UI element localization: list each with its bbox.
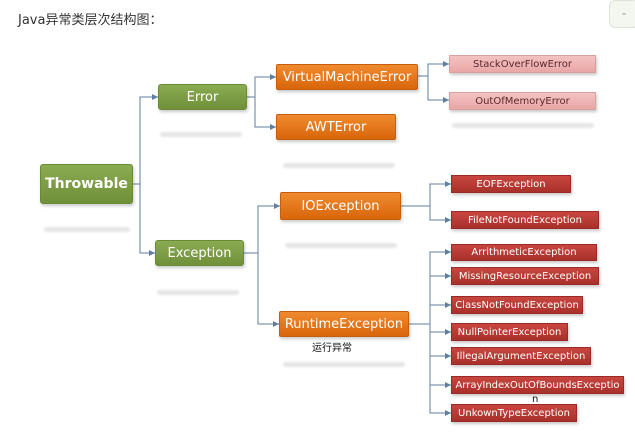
error-node: Error bbox=[158, 84, 247, 110]
page-title: Java异常类层次结构图： bbox=[18, 13, 163, 28]
class-not-found-exception-node: ClassNotFoundException bbox=[451, 296, 583, 314]
array-index-out-of-bounds-exception-node: ArrayIndexOutOfBoundsExceptio bbox=[451, 376, 624, 394]
out-of-memory-error-node: OutOfMemoryError bbox=[449, 92, 596, 110]
reflection bbox=[283, 163, 395, 168]
reflection bbox=[160, 132, 242, 137]
reflection bbox=[452, 123, 594, 128]
awt-error-node: AWTError bbox=[276, 114, 396, 140]
null-pointer-exception-node: NullPointerException bbox=[451, 323, 568, 341]
runtime-exception-node: RuntimeException bbox=[279, 311, 409, 337]
illegal-argument-exception-node: IllegalArgumentException bbox=[451, 347, 591, 365]
unknown-type-exception-node: UnkownTypeException bbox=[451, 404, 577, 422]
reflection bbox=[283, 362, 405, 367]
array-index-overflow-text: n bbox=[532, 394, 539, 405]
exception-node: Exception bbox=[155, 240, 244, 266]
eof-exception-node: EOFException bbox=[451, 175, 571, 193]
reflection bbox=[157, 290, 239, 295]
corner-tab: ⁃ bbox=[609, 0, 635, 28]
reflection bbox=[44, 227, 130, 232]
reflection bbox=[285, 243, 397, 248]
throwable-node: Throwable bbox=[40, 164, 133, 204]
io-exception-node: IOException bbox=[280, 192, 401, 220]
missing-resource-exception-node: MissingResourceException bbox=[451, 267, 599, 285]
file-not-found-exception-node: FileNotFoundException bbox=[451, 211, 599, 229]
stack-overflow-error-node: StackOverFlowError bbox=[449, 55, 596, 73]
arithmetic-exception-node: ArrithmeticException bbox=[451, 244, 597, 261]
virtual-machine-error-node: VirtualMachineError bbox=[276, 64, 418, 90]
runtime-exception-note: 运行异常 bbox=[312, 343, 352, 354]
